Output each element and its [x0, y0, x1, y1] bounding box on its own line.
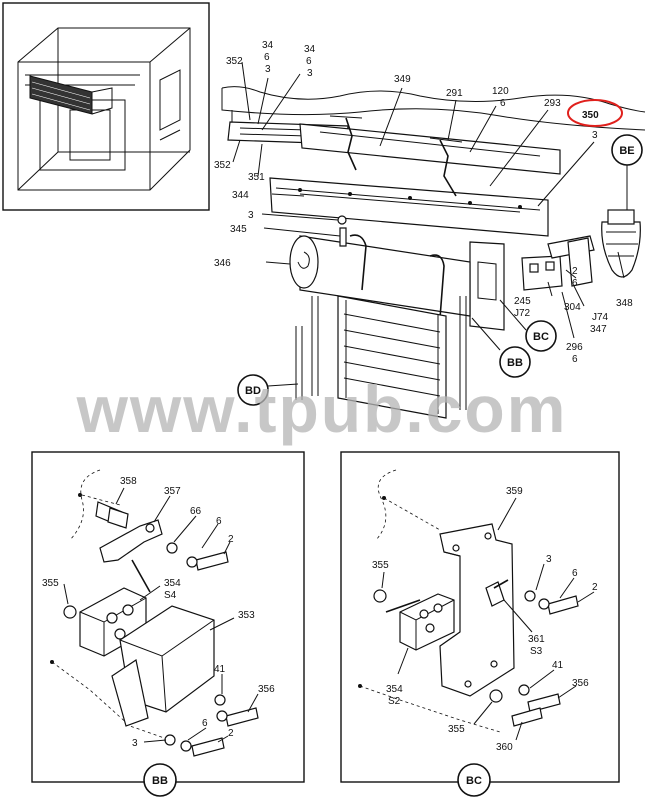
label-6: 6: [572, 278, 578, 289]
callout-bb-detail-label: BB: [152, 775, 168, 787]
label-6: 6: [306, 56, 312, 67]
label-34: 34: [304, 44, 316, 55]
callout-bc-detail[interactable]: BC: [457, 763, 491, 797]
callout-bc-detail-label: BC: [466, 775, 482, 787]
main-assembly-view: [221, 61, 646, 419]
roll-assembly: [289, 234, 471, 319]
label-348: 348: [616, 298, 633, 309]
label-304: 304: [564, 302, 581, 313]
label-296: 296: [566, 342, 583, 353]
locator-inset: [2, 2, 210, 211]
label-41: 41: [552, 660, 564, 671]
label-3: 3: [132, 738, 138, 749]
callout-be-label: BE: [619, 145, 634, 157]
label-359: 359: [506, 486, 523, 497]
label-6: 6: [572, 354, 578, 365]
label-41: 41: [214, 664, 226, 675]
label-293: 293: [544, 98, 561, 109]
label-J74: J74: [592, 312, 609, 323]
detail-bc-panel: [340, 451, 620, 783]
label-352: 352: [214, 160, 231, 171]
label-356: 356: [572, 678, 589, 689]
label-353: 353: [238, 610, 255, 621]
label-357: 357: [164, 486, 181, 497]
label-2: 2: [592, 582, 598, 593]
label-358: 358: [120, 476, 137, 487]
label-346: 346: [214, 258, 231, 269]
callout-bb[interactable]: BB: [499, 346, 531, 378]
label-291: 291: [446, 88, 463, 99]
label-354: 354: [386, 684, 403, 695]
label-3: 3: [592, 130, 598, 141]
label-S4: S4: [164, 590, 177, 601]
label-351: 351: [248, 172, 265, 183]
label-245: 245: [514, 296, 531, 307]
label-349: 349: [394, 74, 411, 85]
label-S3: S3: [530, 646, 543, 657]
label-66: 66: [190, 506, 202, 517]
label-361: 361: [528, 634, 545, 645]
label-355: 355: [448, 724, 465, 735]
lamp-348: [601, 209, 641, 278]
louver-frame: [337, 295, 447, 419]
label-354: 354: [164, 578, 181, 589]
main-labels: 352 34 6 3 34 6 3 349 291 120 6 293 350 …: [214, 40, 633, 365]
label-2: 2: [228, 534, 234, 545]
bc-labels: 359 355 3 6 2 361 S3 41 354 S2 356 355 3…: [372, 486, 598, 753]
watermark-text: www.tpub.com: [76, 372, 568, 446]
label-347: 347: [590, 324, 607, 335]
highlight-circle-350: [567, 99, 623, 127]
detail-bb-panel: [31, 451, 305, 783]
label-355: 355: [372, 560, 389, 571]
label-350: 350: [582, 110, 599, 121]
label-352: 352: [226, 56, 243, 67]
label-345: 345: [230, 224, 247, 235]
label-6: 6: [500, 98, 506, 109]
label-6: 6: [216, 516, 222, 527]
label-6: 6: [264, 52, 270, 63]
callout-bc-label: BC: [533, 331, 549, 343]
label-3: 3: [307, 68, 313, 79]
label-2: 2: [228, 728, 234, 739]
label-2: 2: [572, 266, 578, 277]
label-3: 3: [546, 554, 552, 565]
callout-bd[interactable]: BD: [237, 374, 269, 406]
callout-bd-label: BD: [245, 385, 261, 397]
label-3: 3: [248, 210, 254, 221]
callout-bc[interactable]: BC: [525, 320, 557, 352]
label-J72: J72: [514, 308, 531, 319]
callout-bb-label: BB: [507, 357, 523, 369]
label-6: 6: [572, 568, 578, 579]
label-6: 6: [202, 718, 208, 729]
callout-be[interactable]: BE: [611, 134, 643, 166]
label-356: 356: [258, 684, 275, 695]
label-355: 355: [42, 578, 59, 589]
label-344: 344: [232, 190, 249, 201]
label-34: 34: [262, 40, 274, 51]
label-120: 120: [492, 86, 509, 97]
label-360: 360: [496, 742, 513, 753]
callout-bb-detail[interactable]: BB: [143, 763, 177, 797]
bb-labels: 358 357 66 6 2 355 354 S4 353 41 356 3 6…: [42, 476, 275, 749]
label-3: 3: [265, 64, 271, 75]
label-S2: S2: [388, 696, 401, 707]
